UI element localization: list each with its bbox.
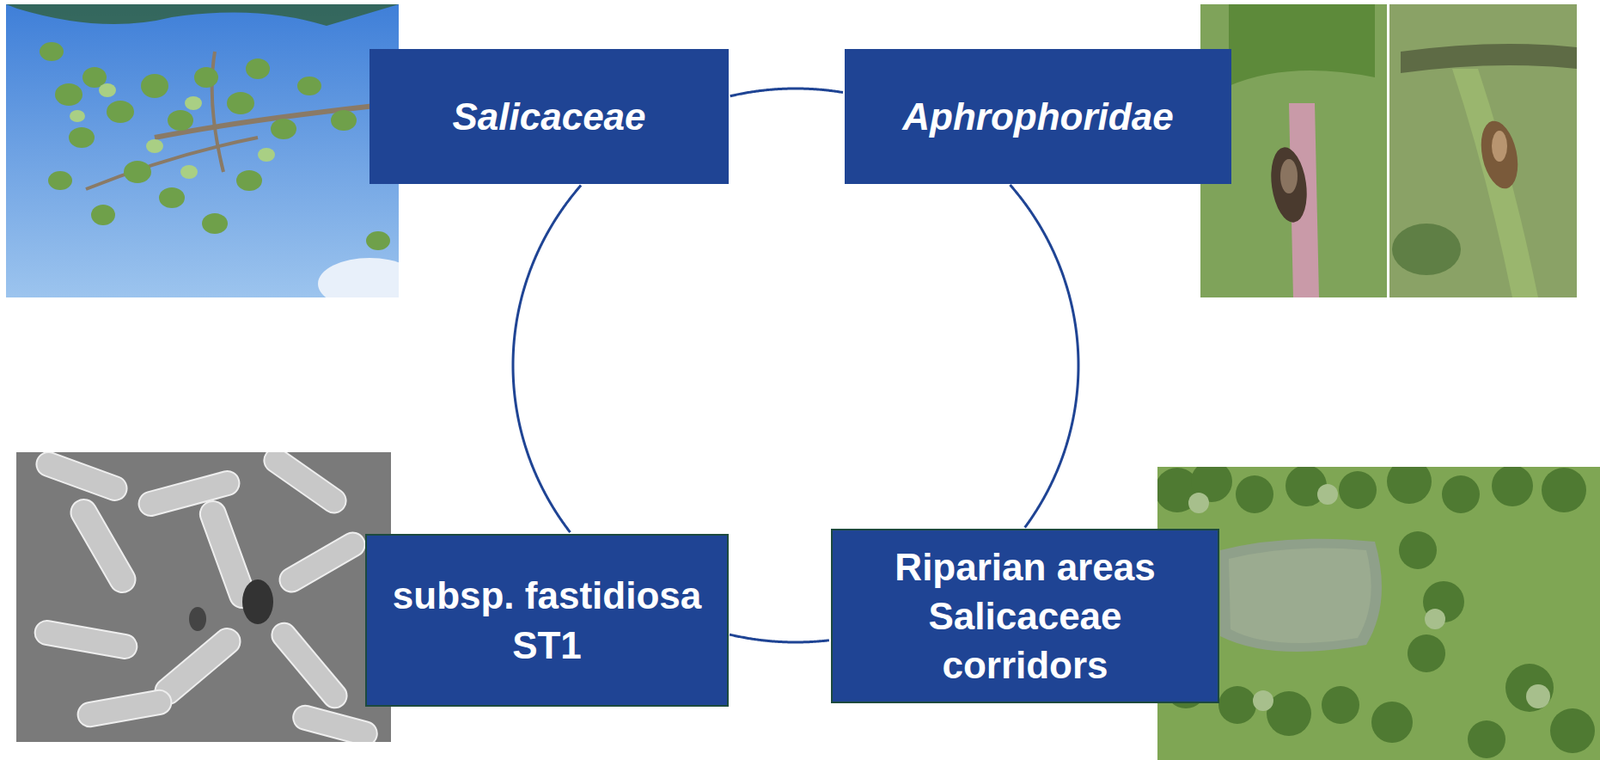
box-label: Aphrophoridae bbox=[902, 91, 1173, 141]
cycle-arc bbox=[730, 88, 843, 97]
riparian-aerial-photo bbox=[1157, 466, 1600, 760]
bacteria-micrograph bbox=[16, 451, 391, 742]
label-box: Aphrophoridae bbox=[844, 48, 1232, 184]
label-box: subsp. fastidiosa ST1 bbox=[365, 533, 729, 707]
box-label: Riparian areas Salicaceae corridors bbox=[849, 542, 1201, 691]
label-box: Riparian areas Salicaceae corridors bbox=[830, 528, 1220, 704]
box-label: Salicaceae bbox=[451, 91, 646, 141]
cycle-arc bbox=[1009, 184, 1079, 528]
box-label: subsp. fastidiosa ST1 bbox=[384, 570, 710, 669]
label-box: Salicaceae bbox=[369, 48, 729, 184]
cycle-arc bbox=[512, 185, 581, 533]
cycle-arc bbox=[729, 634, 830, 642]
spittlebug-photo bbox=[1200, 4, 1577, 298]
poplar-photo bbox=[6, 4, 399, 298]
